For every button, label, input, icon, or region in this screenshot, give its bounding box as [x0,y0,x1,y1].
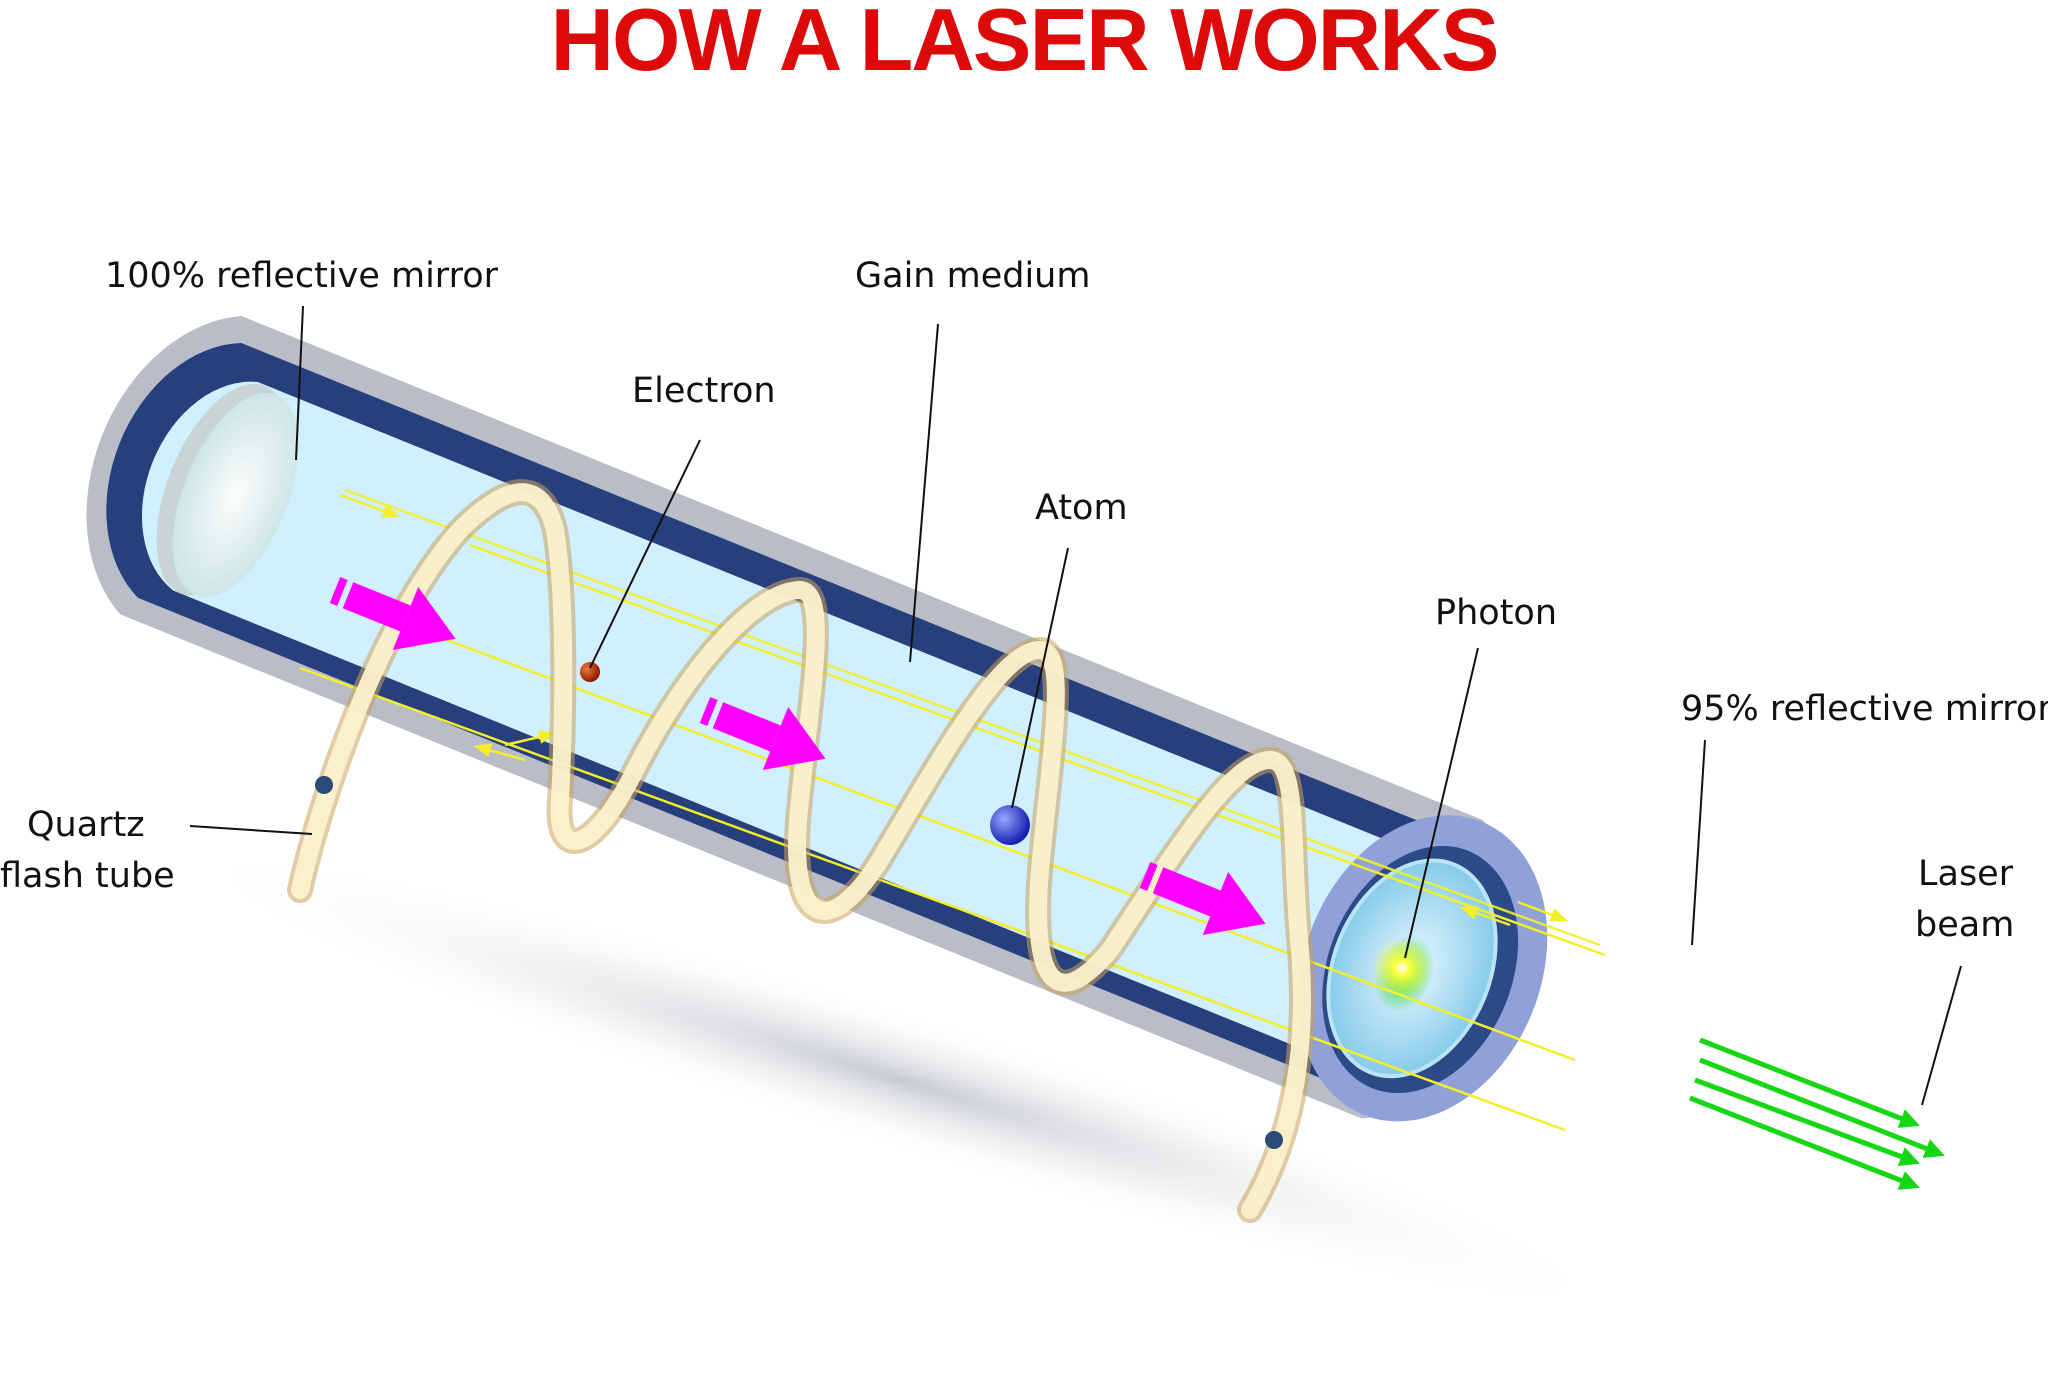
leader-lines [189,305,1962,1106]
label-beam-line1: Laser [1918,854,2014,894]
yellow-arrow [473,743,526,762]
label-electron: Electron [632,371,776,411]
label-flash-tube-line2: flash tube [0,856,175,896]
label-atom: Atom [1035,488,1128,528]
yellow-arrow [339,493,401,518]
magenta-arrow-icon [329,577,456,650]
green-arrow-icon [1689,1095,1920,1190]
diagram-title: HOW A LASER WORKS [550,0,1500,89]
label-beam-line2: beam [1915,905,2014,945]
green-arrow-icon [1699,1057,1945,1158]
atom [990,805,1030,845]
label-mirror-partial: 95% reflective mirror [1681,689,2048,729]
yellow-arrow [1517,900,1569,922]
label-flash-tube-line1: Quartz [27,805,145,845]
green-arrow-icon [1699,1037,1920,1128]
electron [580,662,600,682]
yellow-arrow [1459,906,1511,927]
photon [1372,938,1432,998]
magenta-arrow-icon [1139,862,1266,935]
laser-beam [1689,1037,1945,1190]
quartz-flash-tube [287,479,1315,1223]
pump-arrows [329,577,1266,935]
magenta-arrow-icon [699,697,826,770]
label-gain-medium: Gain medium [855,256,1090,296]
left-mirror [172,393,299,597]
label-mirror-full: 100% reflective mirror [105,256,499,296]
label-photon: Photon [1435,593,1557,633]
green-arrow-icon [1694,1077,1920,1166]
yellow-arrow [504,730,557,747]
